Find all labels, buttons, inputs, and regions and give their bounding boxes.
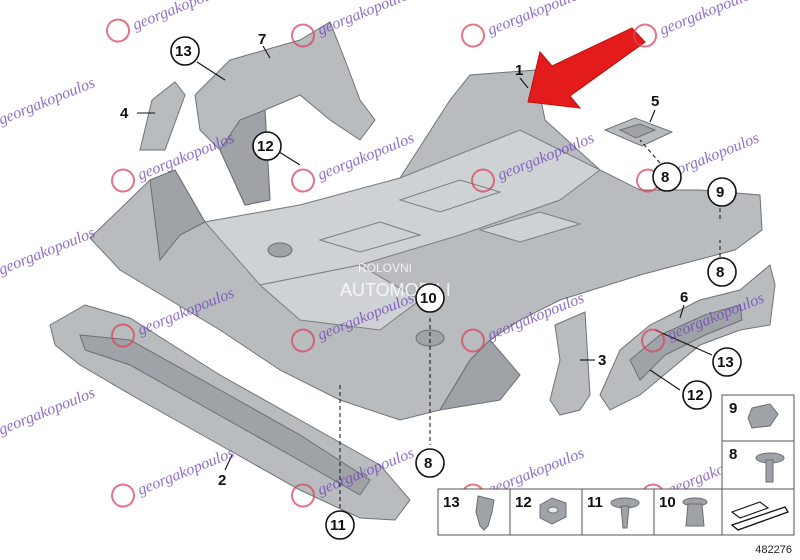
wedge-icon [730,506,789,531]
callout-10: 10 [415,283,445,313]
svg-text:georgakopoulos: georgakopoulos [0,384,98,438]
legend-label-12: 12 [515,494,532,511]
callout-8-a: 8 [652,162,682,192]
legend-label-11: 11 [587,494,603,511]
svg-text:13: 13 [717,354,734,371]
svg-text:9: 9 [716,184,724,201]
circled-callouts: 8 8 8 9 10 11 12 12 13 13 [170,36,742,540]
legend-label-9: 9 [729,400,737,417]
bracket-part-3 [549,311,591,416]
callout-2: 2 [218,472,226,489]
svg-text:georgakopoulos: georgakopoulos [0,224,98,278]
callout-8-c: 8 [415,448,445,478]
callout-9: 9 [707,177,737,207]
svg-text:11: 11 [330,517,346,534]
callout-7: 7 [258,31,266,48]
legend-label-10: 10 [659,494,676,511]
bracket-part-4 [139,81,186,151]
svg-text:georgakopoulos: georgakopoulos [485,0,586,39]
svg-text:georgakopoulos: georgakopoulos [130,0,231,34]
plate-part-5 [603,117,674,147]
svg-text:12: 12 [687,387,704,404]
legend-label-13: 13 [443,494,460,511]
hardware-legend: 9 8 13 12 11 10 [437,394,795,536]
svg-text:8: 8 [424,455,432,472]
red-arrow [527,27,646,109]
svg-text:georgakopoulos: georgakopoulos [315,0,416,39]
rail-part-6 [599,264,776,411]
svg-text:georgakopoulos: georgakopoulos [657,0,758,39]
callout-6: 6 [680,289,688,306]
callout-5: 5 [651,93,659,110]
callout-12-b: 12 [682,380,712,410]
legend-label-8: 8 [729,446,737,463]
svg-text:8: 8 [716,264,724,281]
callout-4: 4 [120,105,129,122]
callout-1: 1 [515,62,523,79]
svg-text:12: 12 [257,138,274,155]
callout-8-b: 8 [707,257,737,287]
bracket-part-7 [194,21,376,206]
callout-labels: 1 2 3 4 5 6 7 [120,31,688,489]
callout-12-a: 12 [252,131,282,161]
callout-13-a: 13 [170,36,200,66]
svg-text:10: 10 [420,290,437,307]
clip-nut-9-icon [747,403,779,429]
underbody-panel [89,69,763,421]
callout-3: 3 [598,352,606,369]
bar-part-2 [49,304,411,521]
callout-13-b: 13 [712,347,742,377]
reference-number: 482276 [755,544,792,556]
callout-11: 11 [325,510,355,540]
clip-13-icon [475,495,495,531]
svg-text:georgakopoulos: georgakopoulos [0,74,98,128]
svg-text:13: 13 [175,43,192,60]
svg-text:ROLOVNI: ROLOVNI [358,261,412,275]
leader-lines [137,45,721,508]
svg-text:8: 8 [661,169,669,186]
